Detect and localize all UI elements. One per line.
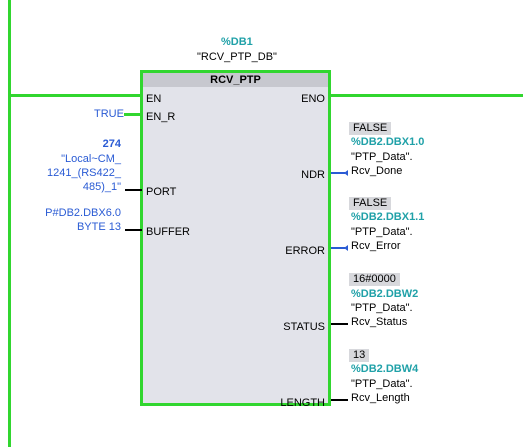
ndr-wire xyxy=(331,172,345,174)
length-wire xyxy=(331,399,348,401)
status-monitor-value: 16#0000 xyxy=(349,273,400,286)
error-address[interactable]: %DB2.DBX1.1 xyxy=(351,211,425,223)
instance-db-name[interactable]: "RCV_PTP_DB" xyxy=(197,51,277,63)
port-wire xyxy=(125,189,142,191)
ndr-symbol-line2[interactable]: Rcv_Done xyxy=(351,165,403,177)
buffer-param-line1[interactable]: P#DB2.DBX6.0 xyxy=(45,207,121,219)
length-symbol-line1[interactable]: "PTP_Data". xyxy=(351,378,413,390)
status-address[interactable]: %DB2.DBW2 xyxy=(351,288,419,300)
instance-db-address: %DB1 xyxy=(221,36,253,48)
ndr-symbol-line1[interactable]: "PTP_Data". xyxy=(351,151,413,163)
pin-en-r: EN_R xyxy=(146,111,176,123)
ndr-monitor-value: FALSE xyxy=(349,122,392,135)
left-power-rail xyxy=(8,0,11,447)
en-r-value[interactable]: TRUE xyxy=(94,108,124,120)
en-powerflow-wire xyxy=(11,94,142,97)
port-symbol-line3[interactable]: 485)_1" xyxy=(82,181,121,193)
en-r-powerflow-wire xyxy=(124,113,142,116)
pin-port: PORT xyxy=(146,186,177,198)
status-wire xyxy=(331,323,348,325)
pin-eno: ENO xyxy=(301,93,325,105)
port-symbol-line1[interactable]: "Local~CM_ xyxy=(61,153,121,165)
pin-buffer: BUFFER xyxy=(146,226,190,238)
error-arrow-icon xyxy=(344,245,348,251)
ndr-address[interactable]: %DB2.DBX1.0 xyxy=(351,136,425,148)
pin-error: ERROR xyxy=(285,245,325,257)
pin-length: LENGTH xyxy=(280,397,325,409)
error-symbol-line1[interactable]: "PTP_Data". xyxy=(351,226,413,238)
port-value[interactable]: 274 xyxy=(102,138,121,150)
buffer-param-line2[interactable]: BYTE 13 xyxy=(76,221,121,233)
length-address[interactable]: %DB2.DBW4 xyxy=(351,363,419,375)
pin-en: EN xyxy=(146,93,162,105)
rcv-ptp-block[interactable]: RCV_PTP EN EN_R PORT BUFFER ENO NDR ERRO… xyxy=(140,70,331,409)
error-wire xyxy=(331,247,345,249)
pin-status: STATUS xyxy=(283,321,325,333)
port-symbol-line2[interactable]: 1241_(RS422_ xyxy=(46,167,121,179)
status-symbol-line1[interactable]: "PTP_Data". xyxy=(351,302,413,314)
status-symbol-line2[interactable]: Rcv_Status xyxy=(351,316,408,328)
eno-powerflow-wire xyxy=(329,94,523,97)
block-title: RCV_PTP xyxy=(143,73,328,87)
ndr-arrow-icon xyxy=(344,170,348,176)
error-monitor-value: FALSE xyxy=(349,197,392,210)
buffer-wire xyxy=(125,229,142,231)
length-monitor-value: 13 xyxy=(349,349,370,362)
error-symbol-line2[interactable]: Rcv_Error xyxy=(351,240,401,252)
pin-ndr: NDR xyxy=(301,169,325,181)
length-symbol-line2[interactable]: Rcv_Length xyxy=(351,392,410,404)
